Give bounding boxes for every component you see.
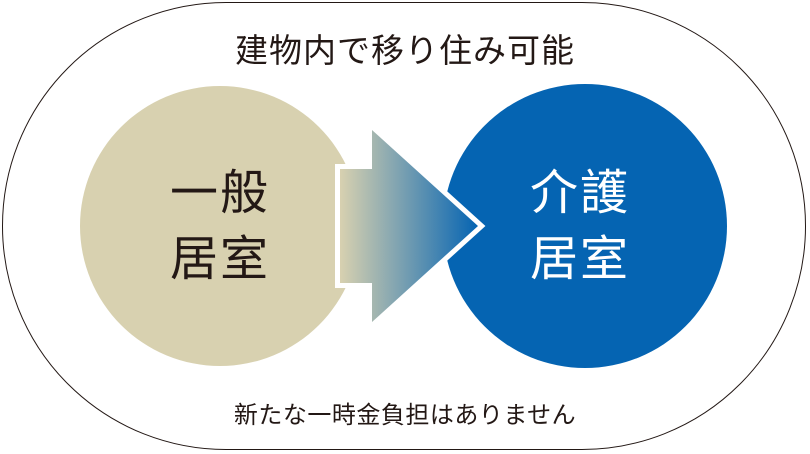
care-room-label: 介護 居室 [500,160,660,292]
transition-arrow [340,130,478,322]
care-room-label-line2: 居室 [529,231,630,287]
general-room-circle [80,86,360,366]
bottom-caption: 新たな一時金負担はありません [233,401,577,429]
top-caption: 建物内で移り住み可能 [235,31,575,70]
care-room-label-line1: 介護 [529,165,630,221]
care-room-circle [443,84,727,368]
general-room-label: 一般 居室 [140,160,300,292]
general-room-label-line1: 一般 [169,165,270,221]
general-room-label-line2: 居室 [169,231,270,287]
